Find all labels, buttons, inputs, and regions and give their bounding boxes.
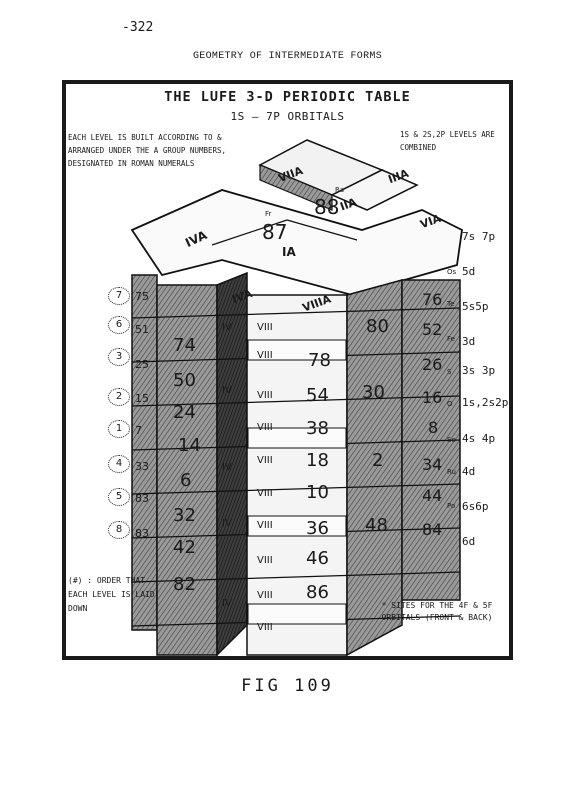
order-marker: 6 <box>108 316 130 334</box>
element-number: 38 <box>306 418 329 439</box>
order-marker: 3 <box>108 348 130 366</box>
symbol-ra: Ra <box>335 186 344 194</box>
group-label-ia: IA <box>282 245 296 259</box>
left-number: 25 <box>135 358 149 371</box>
construction-note: Each level is built according to & arran… <box>68 133 227 168</box>
element-number: 84 <box>422 520 443 539</box>
orbital-label: 7s 7p <box>462 230 496 243</box>
page-header: GEOMETRY OF INTERMEDIATE FORMS <box>192 51 383 62</box>
element-number: 14 <box>178 435 201 456</box>
element-number: 34 <box>422 455 443 474</box>
viii-label: VIII <box>257 350 273 361</box>
orbital-label: 3d <box>462 335 476 348</box>
element-symbol: Te <box>447 300 455 308</box>
viii-label: VIII <box>257 422 273 433</box>
element-number: 54 <box>306 385 329 406</box>
element-symbol: Fe <box>447 335 455 343</box>
column-c <box>346 279 403 657</box>
orbital-label: 5d <box>462 265 476 278</box>
column-a <box>156 284 218 656</box>
viii-label: VIII <box>257 520 273 531</box>
element-number: 18 <box>306 450 329 471</box>
left-number: 51 <box>135 323 149 336</box>
iv-label: IV <box>222 462 232 473</box>
element-number: 6 <box>180 470 192 491</box>
combined-levels-note: 1s & 2s,2p levels are combined <box>400 130 495 152</box>
element-symbol: Se <box>447 436 456 444</box>
order-marker: 7 <box>108 287 130 305</box>
left-number: 75 <box>135 290 149 303</box>
element-number: 50 <box>173 370 196 391</box>
element-88: 88 <box>314 195 340 219</box>
figure-frame <box>62 80 513 660</box>
symbol-fr: Fr <box>265 210 272 218</box>
element-number: 52 <box>422 320 443 339</box>
viii-label: VIII <box>257 622 273 633</box>
orbital-label: 3s 3p <box>462 364 496 377</box>
element-number: 46 <box>306 548 329 569</box>
element-number: 74 <box>173 335 196 356</box>
element-number: 26 <box>422 355 443 374</box>
order-marker: 8 <box>108 521 130 539</box>
element-number: 16 <box>422 388 443 407</box>
element-number: 76 <box>422 290 443 309</box>
order-marker: 2 <box>108 388 130 406</box>
left-number: 83 <box>135 527 149 540</box>
element-number: 36 <box>306 518 329 539</box>
element-87: 87 <box>262 220 288 244</box>
element-number: 8 <box>428 418 439 437</box>
iv-label: IV <box>222 385 232 396</box>
order-marker: 1 <box>108 420 130 438</box>
element-number: 32 <box>173 505 196 526</box>
orbital-label: 6d <box>462 535 476 548</box>
periodic-block-diagram <box>130 139 463 657</box>
element-number: 10 <box>306 482 329 503</box>
element-symbol: O <box>447 400 453 408</box>
element-symbol: Po <box>447 502 456 510</box>
figure-subtitle: 1S — 7P ORBITALS <box>230 110 345 123</box>
sites-note: * Sites for the 4f & 5f orbitals (front … <box>381 601 493 622</box>
element-number: 24 <box>173 402 196 423</box>
left-number: 7 <box>135 424 142 437</box>
viii-label: VIII <box>257 555 273 566</box>
element-number: 82 <box>173 574 196 595</box>
element-symbol: Ru <box>447 468 456 476</box>
iv-label: IV <box>222 598 232 609</box>
iv-label: IV <box>222 518 232 529</box>
left-number: 15 <box>135 392 149 405</box>
viii-label: VIII <box>257 488 273 499</box>
viii-label: VIII <box>257 390 273 401</box>
viii-label: VIII <box>257 590 273 601</box>
left-number: 83 <box>135 492 149 505</box>
element-number: 48 <box>365 515 388 536</box>
left-number: 33 <box>135 460 149 473</box>
iv-label: IV <box>222 322 232 333</box>
orbital-label: 4s 4p <box>462 432 496 445</box>
element-number: 2 <box>372 450 384 471</box>
orbital-label: 4d <box>462 465 476 478</box>
orbital-label: 5s5p <box>462 300 489 313</box>
element-number: 78 <box>308 350 331 371</box>
orbital-label: 6s6p <box>462 500 489 513</box>
viii-label: VIII <box>257 455 273 466</box>
orbital-label: 1s,2s2p <box>462 396 509 409</box>
element-number: 86 <box>306 582 329 603</box>
element-number: 44 <box>422 486 443 505</box>
order-marker: 5 <box>108 488 130 506</box>
order-marker: 4 <box>108 455 130 473</box>
element-symbol: Os <box>447 268 457 276</box>
figure-label: FIG 109 <box>241 676 334 696</box>
element-number: 30 <box>362 382 385 403</box>
element-number: 42 <box>173 537 196 558</box>
figure-title: THE LUFE 3-D PERIODIC TABLE <box>164 89 411 105</box>
element-symbol: S <box>447 368 452 376</box>
element-number: 80 <box>366 316 389 337</box>
order-legend: (#) : order that each level is laid down <box>68 576 155 613</box>
viii-label: VIII <box>257 322 273 333</box>
page-number: -322 <box>122 20 154 35</box>
